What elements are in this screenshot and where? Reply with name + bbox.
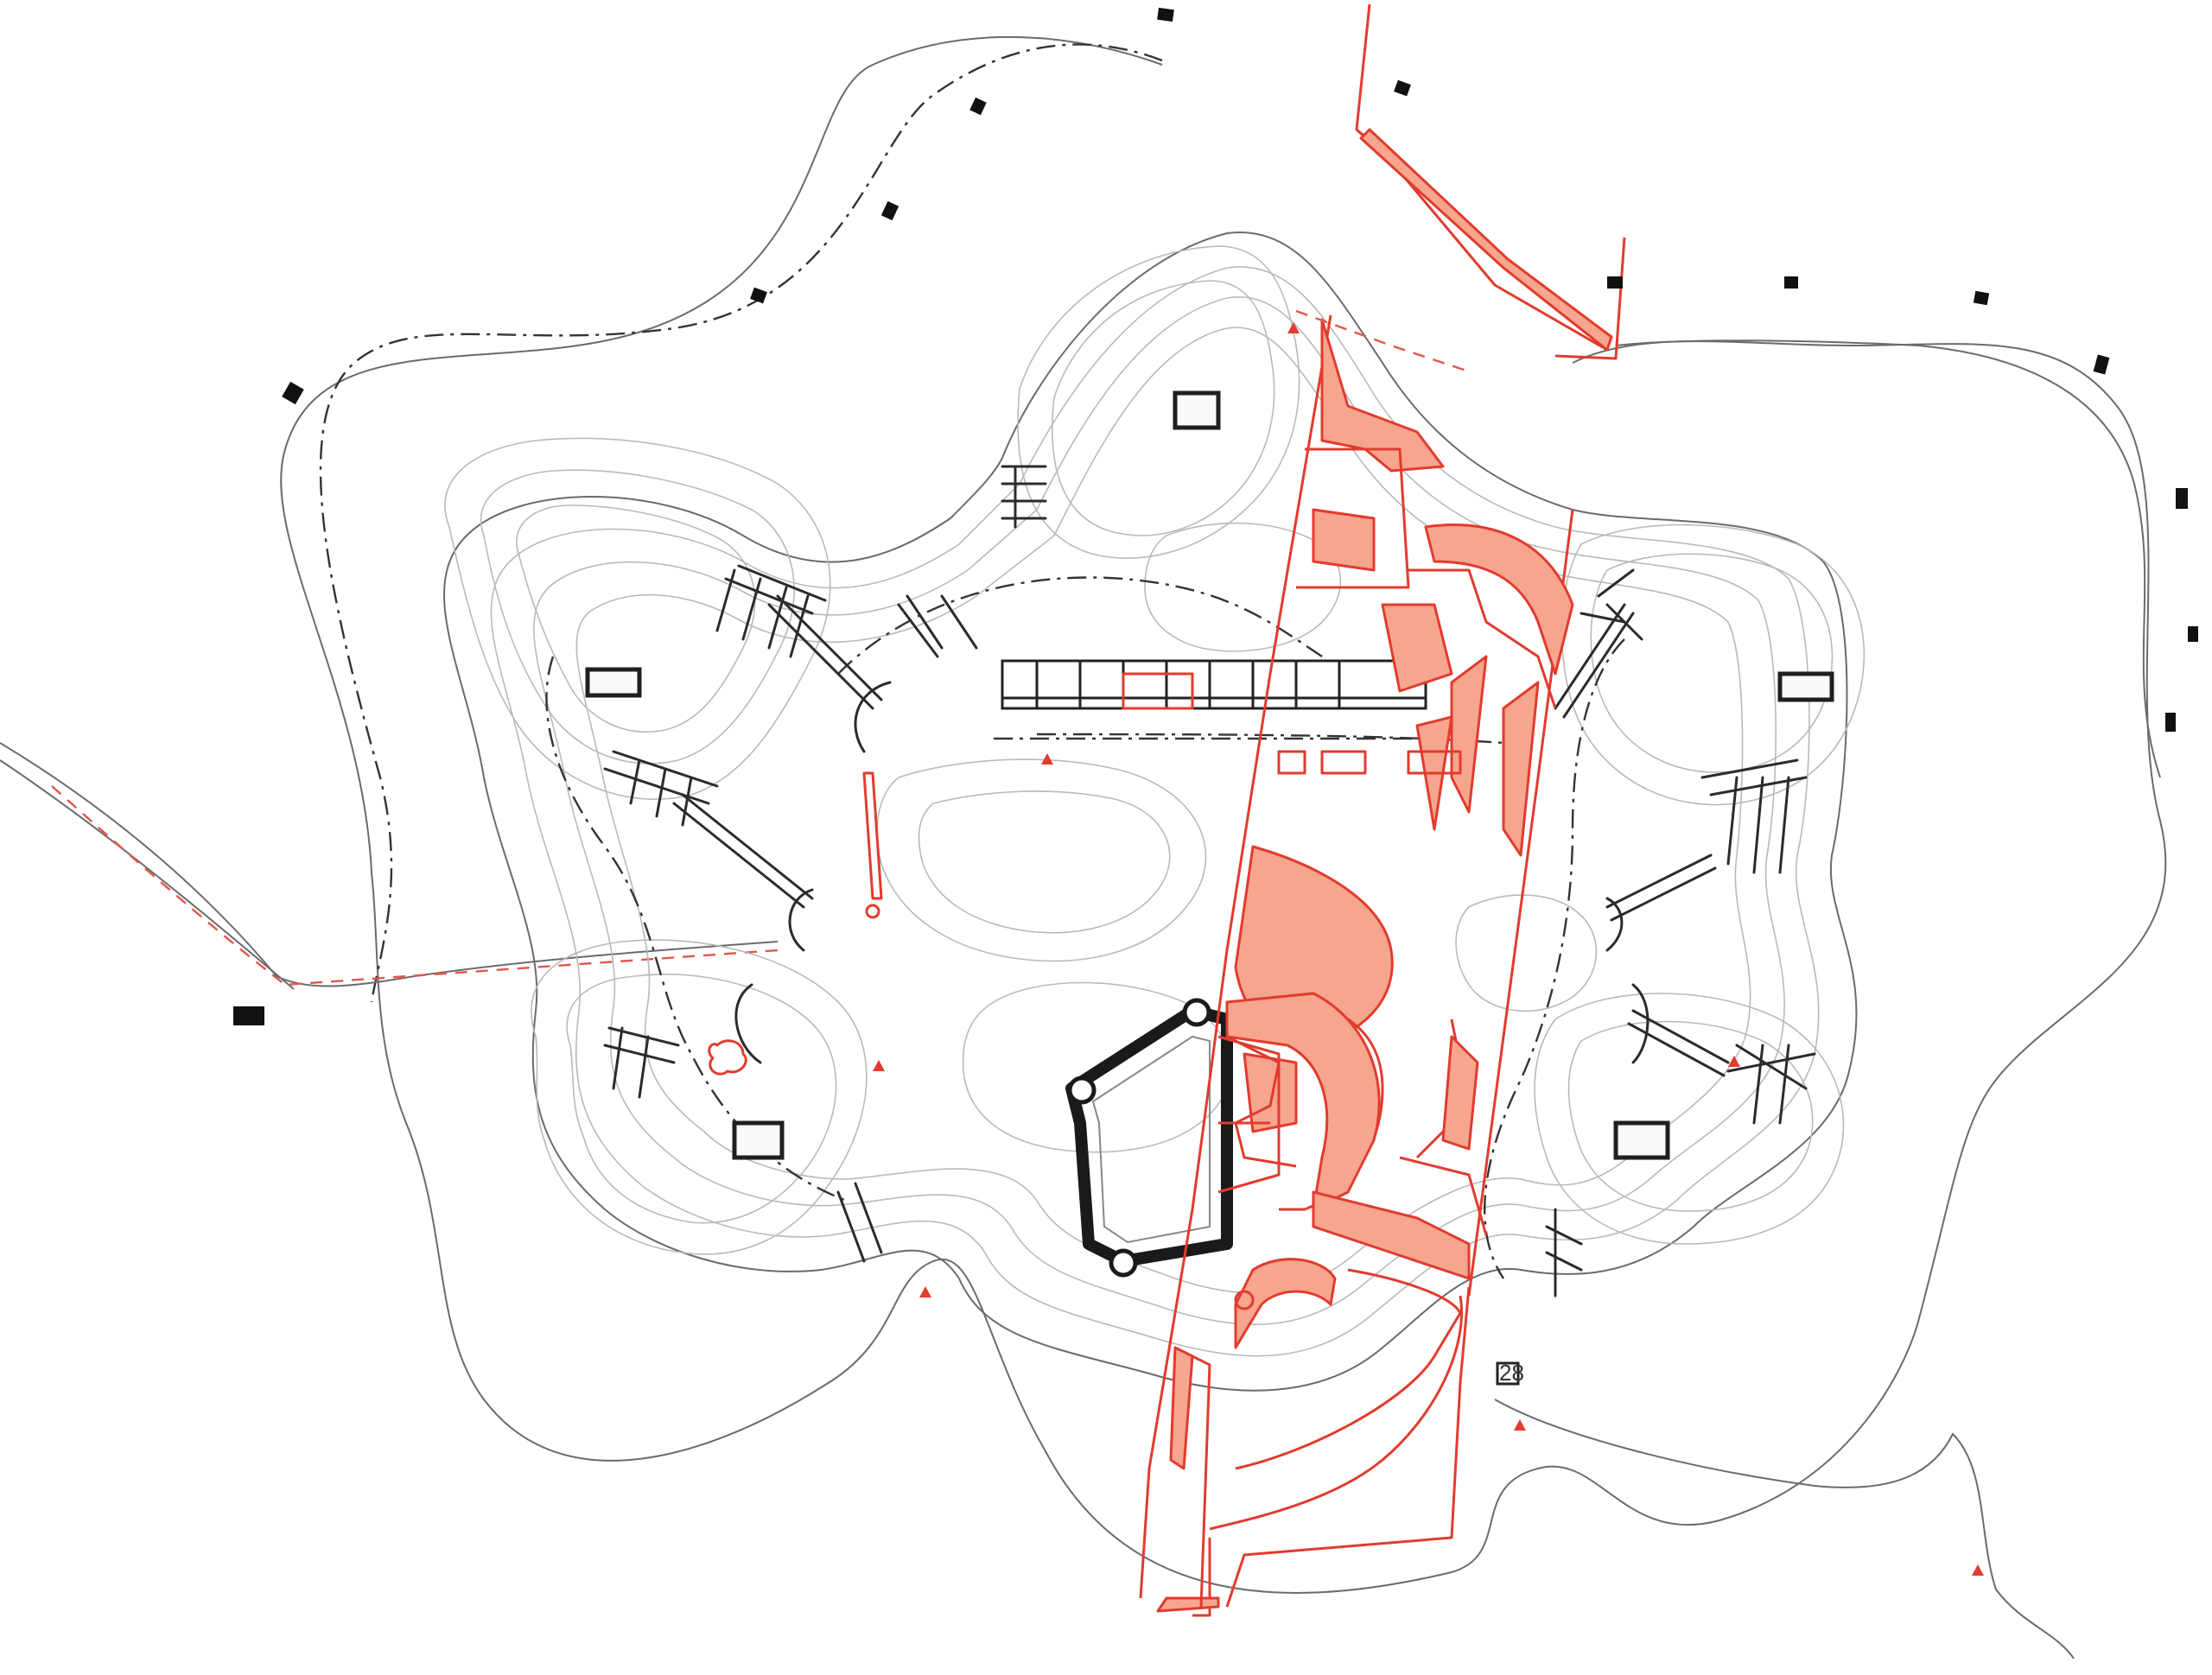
central-redoubt bbox=[1065, 998, 1233, 1278]
survey-markers-red bbox=[873, 322, 1984, 1576]
bastion-tag-box: 28 bbox=[1496, 1360, 1524, 1386]
west-approach-road-edge bbox=[0, 759, 295, 990]
casemates-black bbox=[585, 390, 1834, 1297]
inner-service-road bbox=[545, 576, 1625, 1279]
outer-moat-line bbox=[280, 35, 2167, 1594]
perimeter-path-south bbox=[1494, 1399, 2075, 1659]
fortress-outer-outline bbox=[443, 232, 1858, 1392]
central-gallery bbox=[994, 659, 1427, 740]
perimeter-path-dashed bbox=[319, 43, 1163, 1003]
red-intervention bbox=[708, 3, 1626, 1617]
west-approach-dash bbox=[51, 785, 779, 987]
topography-contours bbox=[444, 245, 1866, 1357]
west-approach-road bbox=[0, 742, 779, 987]
perimeter-path-east bbox=[1615, 339, 2161, 778]
bastion-tag-label: 28 bbox=[1499, 1360, 1524, 1386]
perimeter-markers bbox=[233, 7, 2198, 1025]
